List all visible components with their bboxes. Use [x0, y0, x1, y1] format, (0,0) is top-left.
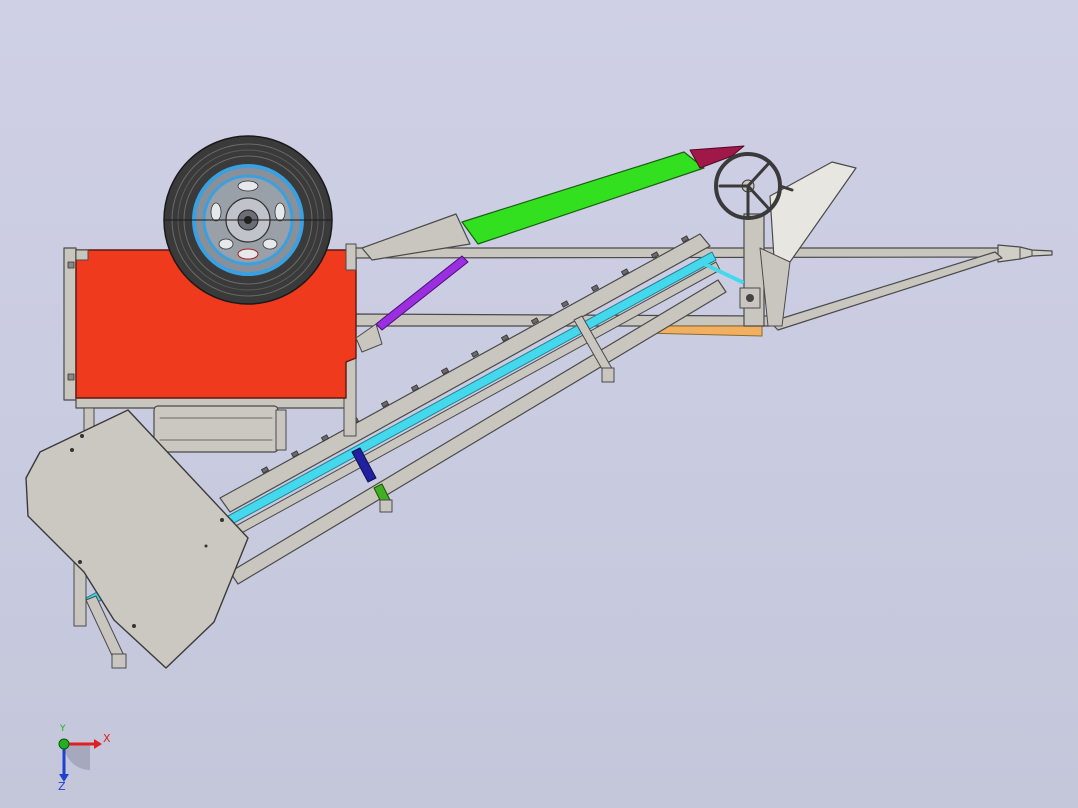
control-tower — [698, 161, 857, 327]
deflector-panel — [25, 409, 249, 669]
tongue-brace — [769, 251, 1003, 331]
rear-foot — [111, 653, 127, 669]
upper-diagonal-beam — [219, 233, 711, 513]
triad-z-label: Z — [58, 780, 66, 793]
cyan-link — [698, 260, 744, 284]
tower-post — [743, 213, 765, 327]
strut-mount — [355, 323, 383, 353]
triad-x-head — [94, 739, 102, 749]
triad-y-label: Y — [60, 724, 66, 734]
hopper-clamp — [345, 243, 357, 271]
view-triad: X Y Z — [50, 724, 120, 796]
triad-x-label: X — [103, 732, 111, 745]
hand-wheel — [714, 152, 794, 220]
hydraulic-strut — [375, 255, 469, 331]
hitch-coupler — [997, 244, 1053, 263]
upper-arm — [461, 151, 705, 245]
triad-y-dot — [58, 738, 70, 750]
upper-arm-bracket — [361, 213, 471, 261]
rear-frame — [63, 247, 357, 669]
spare-tire — [163, 135, 333, 305]
support-foot-right — [601, 367, 615, 383]
chute-plate — [769, 161, 857, 263]
panel-bolts — [70, 434, 224, 628]
fuel-tank — [153, 405, 279, 453]
conveyor-flights — [261, 235, 689, 474]
triad-z-head — [59, 774, 69, 782]
sensor-arm-blue — [351, 447, 377, 483]
sensor-foot — [379, 499, 393, 513]
triad-graphic — [58, 738, 102, 782]
tower-brace — [759, 247, 791, 327]
triad-shadow — [64, 744, 90, 770]
